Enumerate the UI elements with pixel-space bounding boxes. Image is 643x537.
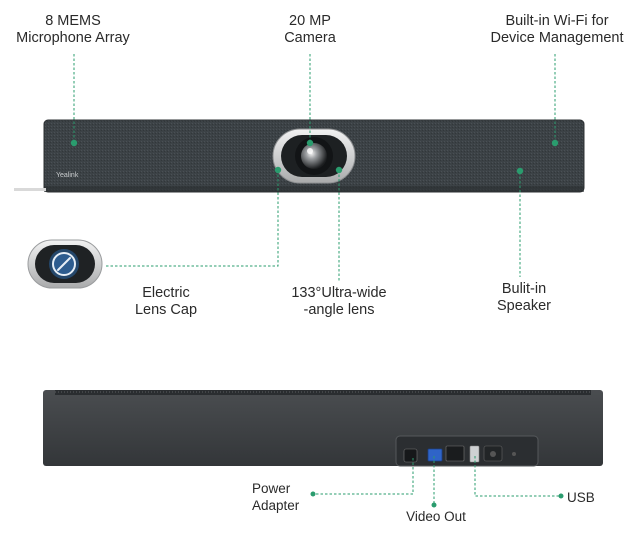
label-wifi: Built-in Wi-Fi for Device Management: [490, 13, 624, 46]
power-port: [403, 448, 418, 463]
callout-dots: [70, 139, 564, 508]
label-power-adapter: Power Adapter: [252, 481, 300, 513]
label-speaker: Bulit-in Speaker: [496, 281, 551, 314]
label-usb: USB: [567, 490, 595, 505]
callout-lines: [73, 54, 561, 505]
label-camera: 20 MP Camera: [284, 13, 336, 46]
usb-c-port: [427, 448, 443, 462]
brand-logo: Yealink: [56, 172, 79, 179]
rear-device: [43, 390, 603, 467]
usb-port: [469, 445, 480, 463]
camera-module: [272, 128, 356, 184]
lens-cap-image: [27, 239, 103, 289]
lens-cap-line: [104, 170, 279, 267]
label-mic-array: 8 MEMS Microphone Array: [16, 13, 130, 46]
label-lens-angle: 133°Ultra-wide -angle lens: [291, 285, 387, 318]
ethernet-port: [445, 445, 465, 462]
power-line: [313, 458, 414, 495]
label-video-out: Video Out: [406, 509, 466, 524]
label-lens-cap: Electric Lens Cap: [134, 285, 198, 318]
